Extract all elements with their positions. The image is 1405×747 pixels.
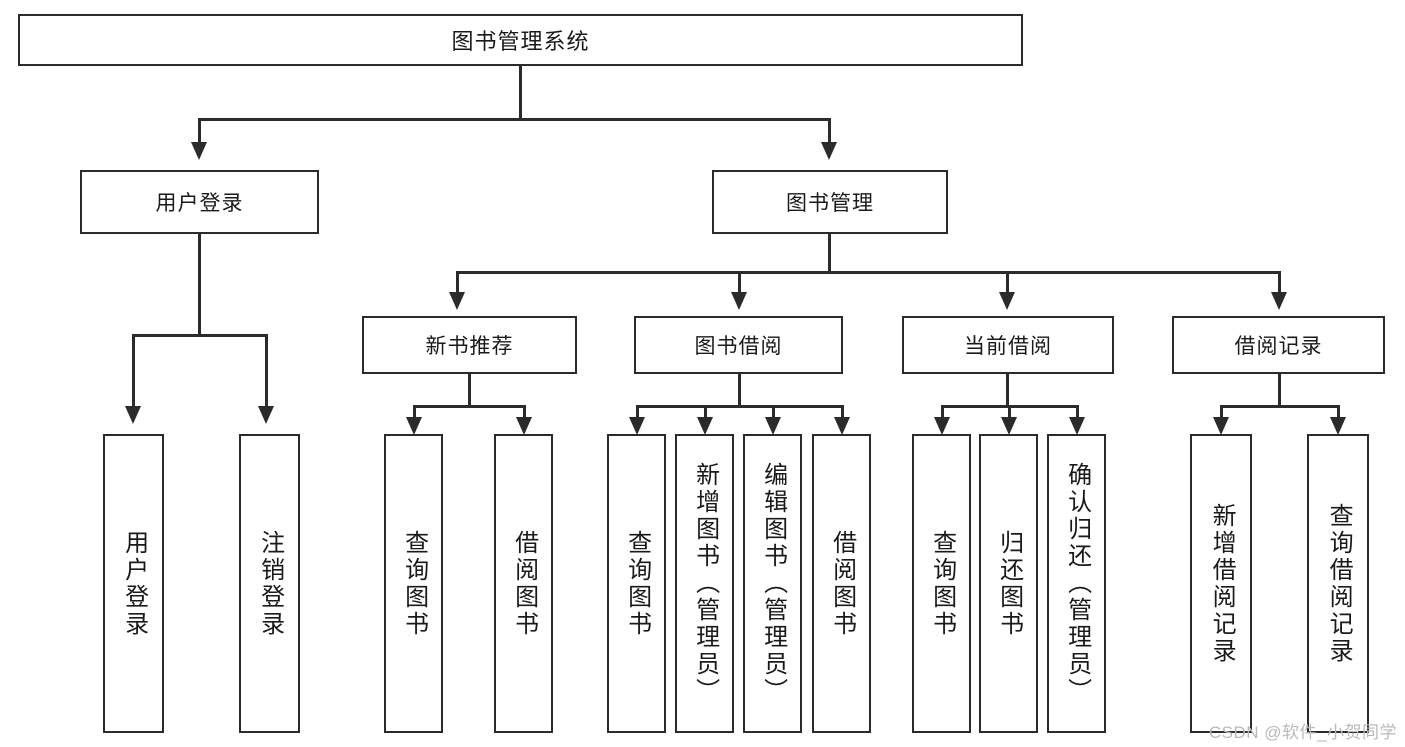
connector-book-manage-stem [828,234,831,271]
connector-root-drop-right [828,118,831,142]
leaf-confirm-return-admin[interactable]: 确认归还（管理员） [1047,434,1106,733]
leaf-label: 新增图书（管理员） [691,462,719,705]
connector-bm-drop-4 [1278,271,1281,292]
node-label: 用户登录 [155,192,244,215]
leaf-label: 查询图书 [400,529,428,638]
connector-root-drop-left [198,118,201,142]
arrow-to-borrow-book-1 [516,417,532,435]
arrow-to-user-logout-leaf [258,406,274,424]
leaf-user-logout[interactable]: 注销登录 [239,434,300,733]
leaf-label: 确认归还（管理员） [1063,462,1091,705]
connector-bb-drop-4 [841,405,844,417]
arrow-to-confirm-return-admin [1069,417,1085,435]
leaf-query-book-1[interactable]: 查询图书 [384,434,443,733]
node-book-borrow[interactable]: 图书借阅 [634,316,843,374]
node-borrow-record[interactable]: 借阅记录 [1172,316,1385,374]
leaf-edit-book-admin[interactable]: 编辑图书（管理员） [743,434,802,733]
connector-bm-drop-1 [456,271,459,292]
connector-bb-drop-2 [704,405,707,417]
connector-nbr-drop-2 [523,405,526,417]
node-book-manage[interactable]: 图书管理 [712,170,948,234]
connector-bb-stem [738,374,741,405]
leaf-return-book[interactable]: 归还图书 [979,434,1038,733]
arrow-to-add-book-admin [697,417,713,435]
connector-br-stem [1278,374,1281,405]
connector-br-bus [1220,405,1340,408]
leaf-query-book-3[interactable]: 查询图书 [912,434,971,733]
connector-bb-drop-1 [636,405,639,417]
connector-bm-drop-2 [738,271,741,292]
connector-nbr-drop-1 [413,405,416,417]
arrow-to-current-borrow [999,292,1015,310]
node-label: 当前借阅 [964,335,1052,358]
leaf-label: 查询图书 [623,529,651,638]
arrow-to-query-book-2 [629,417,645,435]
node-current-borrow[interactable]: 当前借阅 [902,316,1114,374]
connector-user-login-drop-2 [265,334,268,406]
arrow-to-borrow-record [1271,292,1287,310]
leaf-label: 编辑图书（管理员） [759,462,787,705]
arrow-to-query-book-1 [406,417,422,435]
connector-cb-drop-1 [941,405,944,417]
leaf-add-borrow-record[interactable]: 新增借阅记录 [1190,434,1252,733]
connector-user-login-stem [198,234,201,334]
connector-book-manage-bus [456,271,1281,274]
connector-br-drop-2 [1337,405,1340,417]
connector-nbr-stem [468,374,471,405]
leaf-label: 用户登录 [120,529,148,638]
arrow-to-edit-book-admin [765,417,781,435]
arrow-to-borrow-book-2 [834,417,850,435]
arrow-to-add-borrow-record [1213,417,1229,435]
node-root-system[interactable]: 图书管理系统 [18,14,1023,66]
arrow-to-user-login [191,142,207,160]
node-user-login[interactable]: 用户登录 [80,170,319,234]
connector-nbr-bus [413,405,526,408]
connector-bm-drop-3 [1006,271,1009,292]
leaf-query-book-2[interactable]: 查询图书 [607,434,666,733]
connector-bb-drop-3 [772,405,775,417]
leaf-label: 借阅图书 [510,529,538,638]
leaf-label: 查询图书 [928,529,956,638]
leaf-label: 注销登录 [256,529,284,638]
node-label: 图书借阅 [694,335,783,358]
leaf-label: 新增借阅记录 [1208,502,1236,665]
leaf-query-borrow-record[interactable]: 查询借阅记录 [1307,434,1369,733]
leaf-label: 借阅图书 [828,529,856,638]
connector-root-bus [198,118,831,121]
node-label: 图书管理系统 [451,29,590,54]
leaf-label: 查询借阅记录 [1325,502,1353,665]
node-label: 新书推荐 [425,335,514,358]
leaf-user-login[interactable]: 用户登录 [103,434,164,733]
arrow-to-return-book [1001,417,1017,435]
leaf-borrow-book-1[interactable]: 借阅图书 [494,434,553,733]
leaf-borrow-book-2[interactable]: 借阅图书 [812,434,871,733]
connector-cb-drop-2 [1008,405,1011,417]
node-label: 借阅记录 [1234,335,1323,358]
connector-user-login-bus [132,334,267,337]
arrow-to-new-book-recommend [449,292,465,310]
arrow-to-book-borrow [731,292,747,310]
connector-root-stem [519,66,522,118]
connector-user-login-drop-1 [132,334,135,406]
node-label: 图书管理 [786,192,874,215]
connector-cb-stem [1006,374,1009,405]
leaf-label: 归还图书 [995,529,1023,638]
connector-cb-drop-3 [1076,405,1079,417]
arrow-to-query-book-3 [934,417,950,435]
watermark-text: CSDN @软件_小贺同学 [1208,723,1397,742]
connector-br-drop-1 [1220,405,1223,417]
arrow-to-user-login-leaf [125,406,141,424]
arrow-to-book-manage [821,142,837,160]
node-new-book-recommend[interactable]: 新书推荐 [362,316,577,374]
arrow-to-query-borrow-record [1330,417,1346,435]
connector-bb-bus [636,405,844,408]
leaf-add-book-admin[interactable]: 新增图书（管理员） [675,434,734,733]
